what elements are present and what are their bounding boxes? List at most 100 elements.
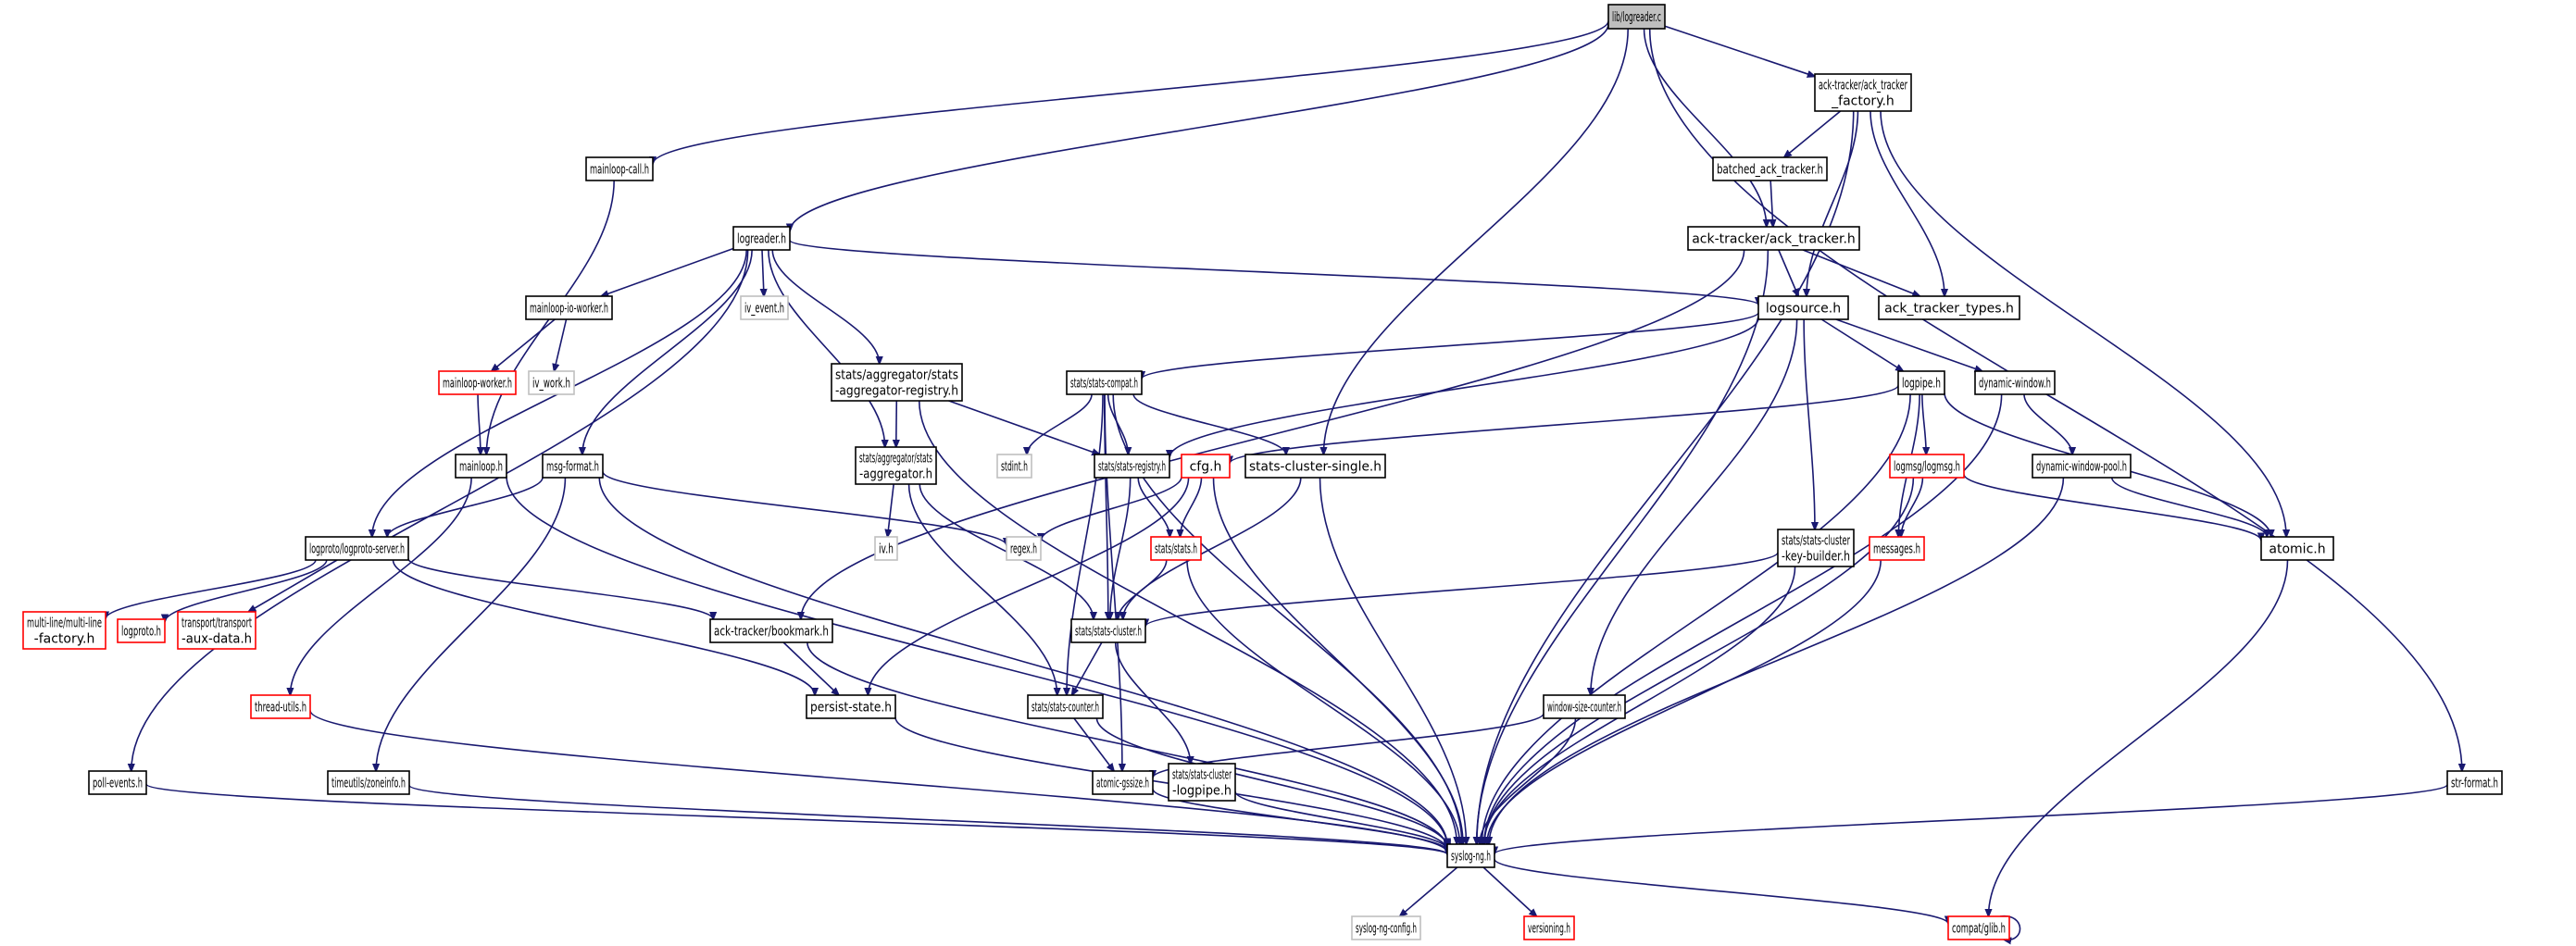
edge-logreader_h-to-stats_agg_registry [771, 249, 879, 364]
node-transport-aux[interactable]: transport/transport-aux-data.h [177, 611, 256, 650]
node-persist-state[interactable]: persist-state.h [806, 694, 896, 719]
edge-cfg-to-regex [1041, 477, 1182, 541]
node-str-format[interactable]: str-format.h [2446, 770, 2503, 795]
node-label: timeutils/zoneinfo.h [331, 777, 406, 791]
node-iv-work[interactable]: iv_work.h [528, 370, 575, 395]
node-messages[interactable]: messages.h [1869, 536, 1925, 561]
node-stats-aggregator[interactable]: stats/aggregator/stats-aggregator.h [855, 446, 937, 485]
node-ack-tracker[interactable]: ack-tracker/ack_tracker.h [1687, 226, 1860, 251]
node-stats-compat[interactable]: stats/stats-compat.h [1066, 370, 1143, 395]
node-label: syslog-ng.h [1451, 850, 1491, 865]
edge-stats_counter-to-syslog_ng [1095, 717, 1447, 847]
edge-stats_stats-to-stats_cluster [1118, 559, 1168, 619]
node-thread-utils[interactable]: thread-utils.h [250, 694, 311, 719]
edge-logsource-to-window_size_counter [1591, 318, 1798, 695]
node-box [732, 226, 791, 251]
node-stats-cluster-single[interactable]: stats-cluster-single.h [1244, 454, 1386, 479]
node-box [1070, 618, 1146, 643]
node-ack-tracker-types[interactable]: ack_tracker_types.h [1878, 295, 2020, 320]
node-box [117, 618, 166, 643]
node-cfg[interactable]: cfg.h [1181, 454, 1231, 479]
node-bookmark[interactable]: ack-tracker/bookmark.h [709, 618, 833, 643]
edge-logpipe-to-syslog_ng [1482, 393, 1911, 844]
node-stats-registry[interactable]: stats/stats-registry.h [1094, 454, 1170, 479]
edge-logmsg-to-messages [1901, 477, 1924, 537]
node-stats-agg-registry[interactable]: stats/aggregator/stats-aggregator-regist… [831, 363, 963, 402]
edge-stats_compat-to-stdint [1027, 393, 1093, 454]
node-dynamic-window[interactable]: dynamic-window.h [1974, 370, 2056, 395]
edge-dynamic_window_pool-to-atomic [2110, 477, 2268, 537]
node-stats-cluster[interactable]: stats/stats-cluster.h [1070, 618, 1146, 643]
node-label: stats/stats-registry.h [1098, 460, 1166, 475]
node-key-builder[interactable]: stats/stats-cluster-key-builder.h [1777, 529, 1855, 567]
node-logmsg[interactable]: logmsg/logmsg.h [1889, 454, 1965, 479]
node-atomic[interactable]: atomic.h [2260, 536, 2334, 561]
node-label: regex.h [1010, 542, 1037, 557]
edge-stats_counter-to-atomic_gssize [1073, 717, 1114, 771]
node-cluster-logpipe[interactable]: stats/stats-cluster-logpipe.h [1168, 763, 1236, 802]
node-logproto-h[interactable]: logproto.h [117, 618, 166, 643]
node-box [1066, 370, 1143, 395]
node-stats-stats[interactable]: stats/stats.h [1150, 536, 1202, 561]
edge-logproto_server-to-multiline_factory [106, 559, 317, 619]
node-iv-h[interactable]: iv.h [874, 536, 898, 561]
node-iv-event[interactable]: iv_event.h [740, 295, 789, 320]
node-label: versioning.h [1528, 922, 1570, 937]
node-msg-format[interactable]: msg-format.h [542, 454, 604, 479]
node-box [874, 536, 898, 561]
node-logreader-h[interactable]: logreader.h [732, 226, 791, 251]
node-label: -factory.h [34, 632, 95, 647]
edge-window_size_counter-to-syslog_ng [1480, 717, 1577, 844]
edge-dynamic_window-to-dynamic_window_pool [2023, 393, 2072, 454]
node-stats-counter[interactable]: stats/stats-counter.h [1027, 694, 1104, 719]
node-label: msg-format.h [546, 460, 599, 475]
node-label: window-size-counter.h [1547, 701, 1621, 716]
edge-messages-to-syslog_ng [1487, 559, 1882, 844]
edge-key_builder-to-syslog_ng [1484, 566, 1796, 844]
node-ack-tracker-factory[interactable]: ack-tracker/ack_tracker_factory.h [1814, 73, 1912, 112]
node-window-size-counter[interactable]: window-size-counter.h [1543, 694, 1626, 719]
node-multiline-factory[interactable]: multi-line/multi-line-factory.h [22, 611, 106, 650]
node-compat-glib[interactable]: compat/glib.h [1947, 915, 2010, 940]
node-poll-events[interactable]: poll-events.h [88, 770, 147, 795]
edge-logproto_server-to-transport_aux [248, 559, 338, 612]
edge-cfg-to-persist_state [868, 477, 1190, 695]
node-mainloop-worker[interactable]: mainloop-worker.h [438, 370, 517, 395]
edge-stats_cluster_single-to-syslog_ng [1319, 477, 1466, 844]
node-label: ack-tracker/ack_tracker [1819, 79, 1907, 93]
node-box [740, 295, 789, 320]
node-label: mainloop-worker.h [443, 377, 512, 392]
node-mainloop-io-worker[interactable]: mainloop-io-worker.h [525, 295, 613, 320]
edge-msg_format-to-zoneinfo [376, 477, 567, 771]
node-logsource[interactable]: logsource.h [1757, 295, 1849, 320]
node-box [305, 536, 409, 561]
edge-dynamic_window-to-syslog_ng [1484, 393, 2003, 844]
edge-stats_registry-to-stats_stats [1137, 477, 1169, 537]
node-mainloop-h[interactable]: mainloop.h [455, 454, 507, 479]
node-label: stats/stats-cluster [1782, 534, 1850, 549]
node-syslog-ng[interactable]: syslog-ng.h [1446, 843, 1495, 868]
node-label: transport/transport [181, 616, 252, 631]
node-box [1878, 295, 2020, 320]
node-box [1092, 770, 1154, 795]
node-dynamic-window-pool[interactable]: dynamic-window-pool.h [2032, 454, 2132, 479]
edge-logreader_h-to-stats_aggregator [768, 249, 885, 447]
edge-logreader_h-to-poll_events [131, 249, 749, 771]
node-zoneinfo[interactable]: timeutils/zoneinfo.h [327, 770, 410, 795]
node-logproto-server[interactable]: logproto/logproto-server.h [305, 536, 409, 561]
node-label: compat/glib.h [1952, 922, 2006, 937]
node-syslog-ng-config[interactable]: syslog-ng-config.h [1351, 915, 1421, 940]
edge-cfg-to-stats_stats [1180, 477, 1203, 537]
edge-stats_cluster_single-to-stats_cluster [1123, 477, 1302, 619]
node-regex[interactable]: regex.h [1006, 536, 1042, 561]
node-logreader-c[interactable]: lib/logreader.c [1607, 4, 1666, 30]
node-logpipe[interactable]: logpipe.h [1897, 370, 1945, 395]
node-batched-ack-tracker[interactable]: batched_ack_tracker.h [1712, 156, 1828, 181]
node-atomic-gssize[interactable]: atomic-gssize.h [1092, 770, 1154, 795]
node-box [177, 611, 256, 650]
node-label: logproto.h [121, 625, 161, 640]
node-stdint[interactable]: stdint.h [996, 454, 1032, 479]
node-versioning[interactable]: versioning.h [1523, 915, 1575, 940]
node-mainloop-call[interactable]: mainloop-call.h [585, 156, 654, 181]
node-label: multi-line/multi-line [27, 616, 102, 631]
